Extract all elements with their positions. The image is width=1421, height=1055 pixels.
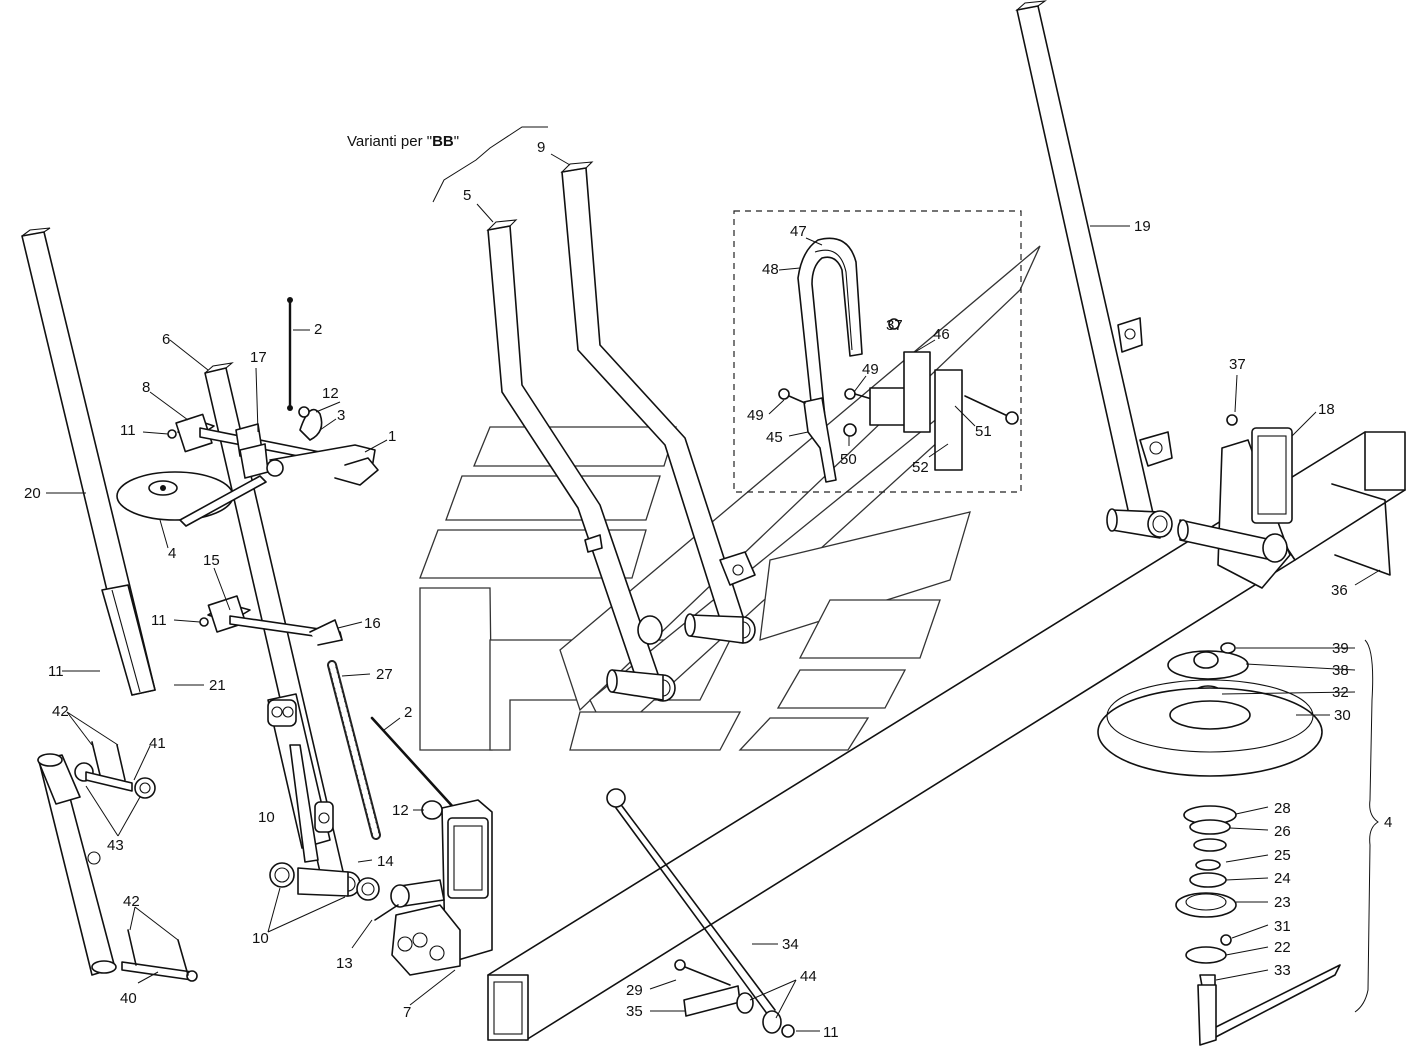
plate-35-assembly: [674, 959, 795, 1038]
callout-42: 42: [52, 703, 69, 720]
callout-48: 48: [762, 261, 779, 278]
variant-note: Varianti per "BB": [347, 133, 459, 150]
callout-47: 47: [790, 223, 807, 240]
callout-37: 37: [886, 317, 903, 334]
callout-10: 10: [258, 809, 275, 826]
callout-numbers: 1 2 2 3 4 4 5 6 7 8 9 10 10 11 11 11 11 …: [24, 139, 1392, 1041]
callout-21: 21: [209, 677, 226, 694]
callout-9: 9: [537, 139, 545, 156]
callout-52: 52: [912, 459, 929, 476]
disc-4-left: [116, 471, 267, 527]
callout-29: 29: [626, 982, 643, 999]
cylinder-40-assembly: [37, 741, 198, 982]
callout-19: 19: [1134, 218, 1151, 235]
callout-4: 4: [168, 545, 176, 562]
callout-49: 49: [747, 407, 764, 424]
callout-39: 39: [1332, 640, 1349, 657]
hub-assembly-4: [1097, 642, 1341, 1046]
spring-27: [327, 660, 381, 840]
post-9: [560, 161, 756, 644]
leader-lines: [46, 153, 1381, 1032]
rod-2-upper: [287, 297, 293, 411]
callout-43: 43: [107, 837, 124, 854]
callout-44: 44: [800, 968, 817, 985]
post-19: [1015, 0, 1173, 539]
callout-32: 32: [1332, 684, 1349, 701]
callout-42: 42: [123, 893, 140, 910]
callout-37: 37: [1229, 356, 1246, 373]
callout-45: 45: [766, 429, 783, 446]
callout-13: 13: [336, 955, 353, 972]
variant-bracket: [432, 126, 548, 203]
callout-10: 10: [252, 930, 269, 947]
callout-1: 1: [388, 428, 396, 445]
callout-24: 24: [1274, 870, 1291, 887]
main-beam: [487, 431, 1406, 1041]
callout-18: 18: [1318, 401, 1335, 418]
callout-27: 27: [376, 666, 393, 683]
callout-15: 15: [203, 552, 220, 569]
callout-50: 50: [840, 451, 857, 468]
callout-14: 14: [377, 853, 394, 870]
callout-2: 2: [314, 321, 322, 338]
brace-rod-34: [606, 788, 776, 1016]
callout-11: 11: [823, 1024, 839, 1041]
callout-30: 30: [1334, 707, 1351, 724]
rod-2-lower: [370, 716, 456, 810]
bracket-15-assembly: [199, 595, 343, 646]
callout-8: 8: [142, 379, 150, 396]
callout-49: 49: [862, 361, 879, 378]
callout-11: 11: [120, 422, 136, 439]
callout-35: 35: [626, 1003, 643, 1020]
callout-40: 40: [120, 990, 137, 1007]
callout-3: 3: [337, 407, 345, 424]
callout-22: 22: [1274, 939, 1291, 956]
callout-7: 7: [403, 1004, 411, 1021]
callout-26: 26: [1274, 823, 1291, 840]
callout-34: 34: [782, 936, 799, 953]
bracket-7: [374, 799, 493, 976]
post-5: [486, 219, 676, 702]
callout-41: 41: [149, 735, 166, 752]
callout-4: 4: [1384, 814, 1392, 831]
variant-dashed-box: [733, 210, 1022, 493]
callout-17: 17: [250, 349, 267, 366]
callout-11: 11: [48, 663, 64, 680]
callout-31: 31: [1274, 918, 1291, 935]
bracket-18-assembly: [1177, 414, 1391, 589]
callout-28: 28: [1274, 800, 1291, 817]
callout-36: 36: [1331, 582, 1348, 599]
callout-23: 23: [1274, 894, 1291, 911]
callout-12: 12: [392, 802, 409, 819]
callout-25: 25: [1274, 847, 1291, 864]
callout-12: 12: [322, 385, 339, 402]
post-20: [21, 227, 156, 696]
callout-51: 51: [975, 423, 992, 440]
callout-20: 20: [24, 485, 41, 502]
callout-33: 33: [1274, 962, 1291, 979]
callout-2: 2: [404, 704, 412, 721]
callout-38: 38: [1332, 662, 1349, 679]
callout-16: 16: [364, 615, 381, 632]
callout-46: 46: [933, 326, 950, 343]
callout-5: 5: [463, 187, 471, 204]
bracket-8-assembly: [167, 406, 379, 486]
variant-parts: [778, 237, 1019, 483]
callout-6: 6: [162, 331, 170, 348]
callout-11: 11: [151, 612, 167, 629]
